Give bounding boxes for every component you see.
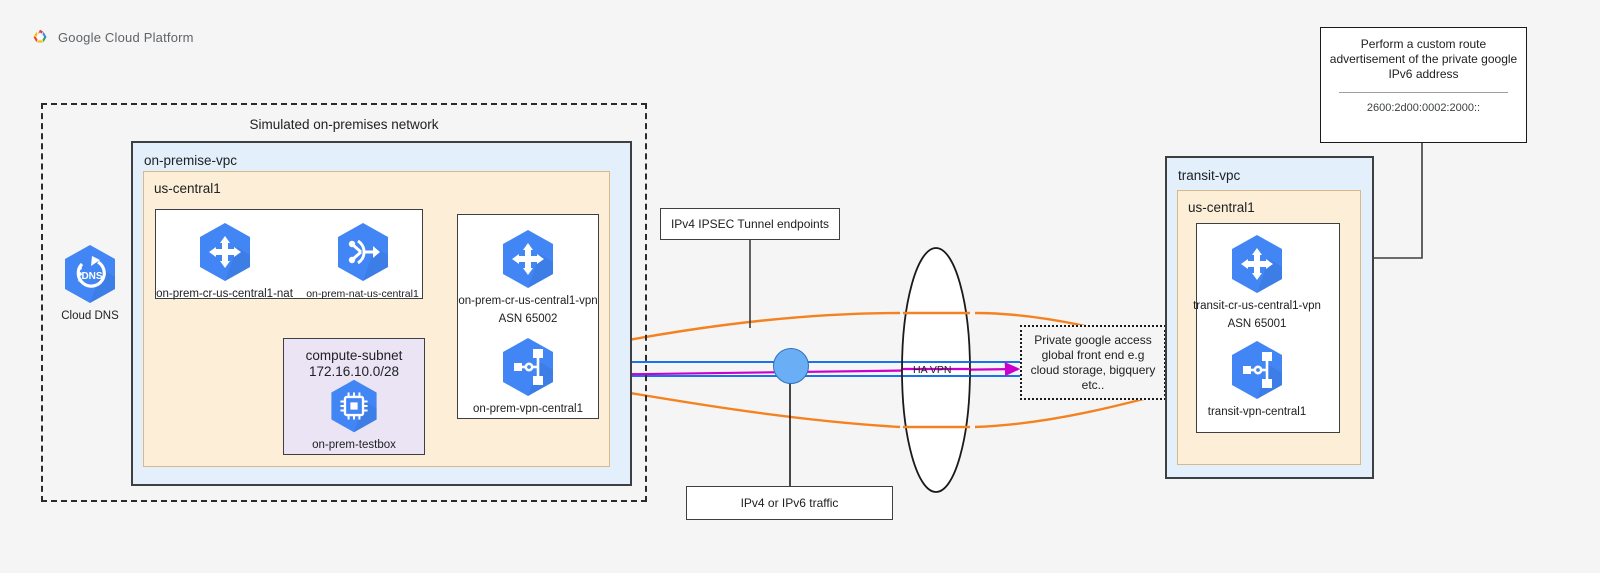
onpremise-vpc-label: on-premise-vpc (144, 153, 238, 168)
gcp-brand-text: Google Cloud Platform (58, 29, 194, 45)
ha-vpn-label: HA VPN (913, 364, 952, 376)
ipsec-endpoints-callout: IPv4 IPSEC Tunnel endpoints (660, 208, 840, 240)
node-caption: on-prem-cr-us-central1-nat (156, 288, 293, 300)
node-caption-line2: ASN 65001 (1227, 318, 1287, 330)
node-caption: on-prem-testbox (312, 439, 396, 451)
transit-node-group (1196, 223, 1340, 433)
node-caption: on-prem-vpn-central1 (473, 403, 583, 415)
cloud-nat-icon (335, 221, 391, 283)
compute-subnet-name: compute-subnet (305, 348, 403, 363)
route-advertisement-note: Perform a custom route advertisement of … (1320, 27, 1527, 143)
route-note-line-1: Perform a custom route (1360, 37, 1487, 51)
private-google-access-box: Private google access global front end e… (1020, 325, 1166, 400)
route-note-address: 2600:2d00:0002:2000:: (1366, 102, 1481, 114)
google-cloud-logo (30, 27, 50, 47)
svg-text:DNS: DNS (81, 271, 102, 282)
node-cloud-dns[interactable]: DNS Cloud DNS (61, 243, 119, 323)
cloud-dns-icon: DNS (62, 243, 118, 305)
route-note-line-2: advertisement of the private google (1329, 52, 1518, 66)
pga-line-3: cloud storage, bigquery (1030, 362, 1156, 377)
traffic-label: IPv4 or IPv6 traffic (740, 496, 839, 510)
node-on-prem-vpn-central1[interactable]: on-prem-vpn-central1 (473, 336, 583, 416)
route-note-line-3: IPv6 address (1388, 67, 1459, 81)
node-transit-vpn-central1[interactable]: transit-vpn-central1 (1208, 339, 1306, 419)
vpn-gateway-icon (1229, 339, 1285, 401)
pga-line-2: global front end e.g (1041, 347, 1145, 362)
compute-subnet-cidr: 172.16.10.0/28 (308, 364, 400, 379)
node-caption-line2: ASN 65002 (498, 313, 558, 325)
node-transit-cr-us-central1-vpn[interactable]: transit-cr-us-central1-vpn ASN 65001 (1193, 233, 1321, 331)
node-caption: Cloud DNS (61, 310, 119, 322)
route-note-divider (1339, 92, 1508, 93)
transit-vpc-label: transit-vpc (1178, 168, 1241, 183)
node-caption-line1: on-prem-cr-us-central1-vpn (458, 295, 598, 307)
tunnel-junction-dot (773, 348, 809, 384)
pga-line-1: Private google access (1034, 332, 1152, 347)
pga-line-4: etc.. (1081, 377, 1105, 392)
compute-instance-icon (328, 378, 380, 434)
cloud-router-icon (197, 221, 253, 283)
transit-region-label: us-central1 (1188, 200, 1255, 215)
ipsec-endpoints-label: IPv4 IPSEC Tunnel endpoints (670, 217, 830, 231)
node-on-prem-testbox[interactable]: on-prem-testbox (312, 378, 396, 452)
cloud-router-icon (500, 228, 556, 290)
simulated-onprem-network-boundary: Simulated on-premises network (41, 103, 647, 502)
cloud-router-icon (1229, 233, 1285, 295)
node-caption-line1: transit-cr-us-central1-vpn (1193, 300, 1321, 312)
node-on-prem-cr-us-central1-nat[interactable]: on-prem-cr-us-central1-nat (156, 221, 293, 301)
node-caption: transit-vpn-central1 (1207, 406, 1307, 418)
onprem-region-label: us-central1 (154, 181, 221, 196)
node-on-prem-nat-us-central1[interactable]: on-prem-nat-us-central1 (306, 221, 419, 301)
vpn-gateway-icon (500, 336, 556, 398)
gcp-header: Google Cloud Platform (30, 27, 194, 47)
traffic-callout: IPv4 or IPv6 traffic (686, 486, 893, 520)
node-caption: on-prem-nat-us-central1 (306, 288, 419, 300)
node-on-prem-cr-us-central1-vpn[interactable]: on-prem-cr-us-central1-vpn ASN 65002 (458, 228, 598, 326)
simulated-onprem-network-label: Simulated on-premises network (249, 117, 439, 132)
